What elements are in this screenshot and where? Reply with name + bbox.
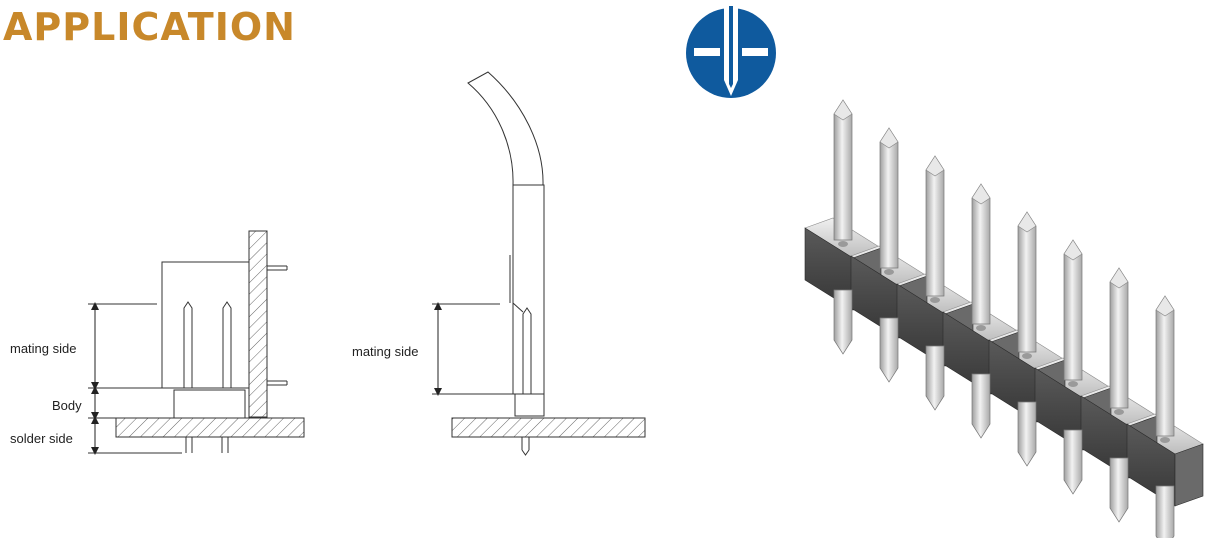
pin-base bbox=[838, 241, 848, 247]
pin-upper bbox=[833, 99, 853, 241]
cable bbox=[467, 71, 544, 186]
label-body: Body bbox=[52, 398, 82, 413]
diagram-cable-connector bbox=[432, 71, 646, 456]
pin-lower bbox=[1109, 457, 1129, 523]
pin-base bbox=[1114, 409, 1124, 415]
pcb-board-middle bbox=[451, 417, 646, 438]
pin-lower bbox=[971, 373, 991, 439]
pin-upper bbox=[1017, 211, 1037, 353]
body-block bbox=[173, 389, 246, 419]
pin-lower bbox=[833, 289, 853, 355]
label-mating-side-middle: mating side bbox=[352, 344, 418, 359]
pin-tip bbox=[879, 127, 899, 149]
pin-base bbox=[1022, 353, 1032, 359]
cable-housing bbox=[512, 184, 545, 395]
pin-upper bbox=[1109, 267, 1129, 409]
pin-lower bbox=[1063, 429, 1083, 495]
mating-panel bbox=[248, 230, 268, 418]
pin-base bbox=[1068, 381, 1078, 387]
pin-upper bbox=[925, 155, 945, 297]
pin-tip bbox=[1155, 295, 1175, 317]
pin-tip bbox=[1017, 211, 1037, 233]
pin-tip bbox=[1063, 239, 1083, 261]
pin-base bbox=[1160, 437, 1170, 443]
pin-tip bbox=[925, 155, 945, 177]
pin-tip bbox=[1109, 267, 1129, 289]
pin-base bbox=[976, 325, 986, 331]
diagram-right-angle-header bbox=[88, 230, 305, 455]
label-mating-side-left: mating side bbox=[10, 341, 76, 356]
pin-tip bbox=[971, 183, 991, 205]
pin-upper bbox=[1155, 295, 1175, 437]
housing-side-segment bbox=[1174, 443, 1204, 507]
pin-lower bbox=[925, 345, 945, 411]
pin-base bbox=[930, 297, 940, 303]
pin-upper bbox=[1063, 239, 1083, 381]
pcb-board bbox=[115, 417, 305, 438]
pin-upper bbox=[971, 183, 991, 325]
page-title: APPLICATION bbox=[3, 5, 296, 49]
pin-base bbox=[884, 269, 894, 275]
pin-header-product-icon bbox=[804, 99, 1204, 538]
pin-lower bbox=[1155, 485, 1175, 538]
pin-lower bbox=[1017, 401, 1037, 467]
mating-housing bbox=[161, 261, 250, 389]
pin-upper bbox=[879, 127, 899, 269]
connector-pin-logo-icon bbox=[686, 6, 776, 98]
label-solder-side: solder side bbox=[10, 431, 73, 446]
pin-tip bbox=[833, 99, 853, 121]
pin-lower bbox=[879, 317, 899, 383]
